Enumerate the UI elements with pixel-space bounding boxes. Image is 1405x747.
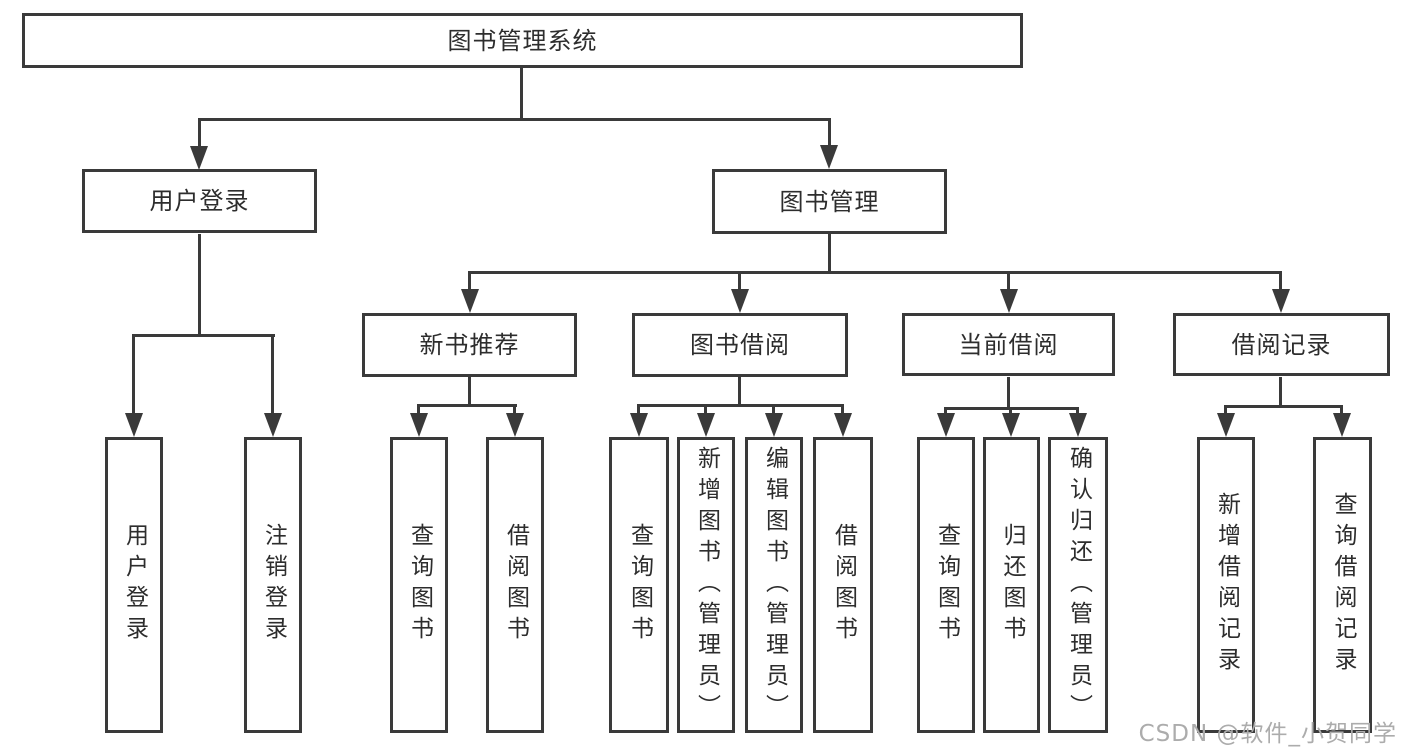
node-book-management-label: 图书管理 [779, 187, 880, 216]
leaf-query-borrow-record-label: 查询借阅记录 [1330, 492, 1356, 678]
leaf-query-book-current-label: 查询图书 [933, 523, 960, 647]
connector-line [1007, 377, 1010, 409]
connector-line [738, 377, 741, 406]
leaf-add-book-admin: 新增图书（管理员） [677, 437, 735, 733]
arrowhead-down [190, 146, 208, 170]
arrowhead-down [697, 413, 715, 437]
node-user-login: 用户登录 [82, 169, 317, 233]
leaf-confirm-return-admin-label: 确认归还（管理员） [1065, 445, 1092, 725]
connector-line [637, 406, 640, 415]
leaf-query-book-borrow: 查询图书 [609, 437, 669, 733]
node-root-label: 图书管理系统 [447, 26, 598, 55]
connector-line [637, 404, 844, 407]
connector-line [841, 406, 844, 415]
node-current-borrow: 当前借阅 [902, 313, 1115, 376]
connector-line [1009, 409, 1012, 416]
connector-line [417, 404, 517, 407]
leaf-logout-label: 注销登录 [260, 523, 287, 647]
arrowhead-down [937, 413, 955, 437]
leaf-query-borrow-record: 查询借阅记录 [1313, 437, 1372, 733]
leaf-edit-book-admin: 编辑图书（管理员） [745, 437, 803, 733]
connector-line [271, 336, 274, 415]
connector-line [1279, 377, 1282, 407]
arrowhead-down [1069, 413, 1087, 437]
arrowhead-down [834, 413, 852, 437]
node-new-book-recommend-label: 新书推荐 [419, 331, 520, 359]
node-user-login-label: 用户登录 [149, 187, 250, 215]
arrowhead-down [461, 289, 479, 313]
arrowhead-down [506, 413, 524, 437]
node-book-borrow: 图书借阅 [632, 313, 848, 377]
connector-line [772, 406, 775, 415]
arrowhead-down [1217, 413, 1235, 437]
leaf-edit-book-admin-label: 编辑图书（管理员） [761, 445, 788, 725]
leaf-query-book-borrow-label: 查询图书 [626, 523, 653, 647]
node-borrow-record-label: 借阅记录 [1231, 330, 1332, 359]
connector-line [1340, 407, 1343, 415]
arrowhead-down [630, 413, 648, 437]
leaf-logout: 注销登录 [244, 437, 302, 733]
connector-line [1007, 273, 1010, 291]
arrowhead-down [125, 413, 143, 437]
connector-line [1076, 409, 1079, 416]
node-borrow-record: 借阅记录 [1173, 313, 1390, 376]
watermark: CSDN @软件_小贺同学 [1138, 721, 1397, 747]
arrowhead-down [1000, 289, 1018, 313]
leaf-borrow-book: 借阅图书 [813, 437, 873, 733]
leaf-borrow-book-newrec-label: 借阅图书 [502, 523, 529, 647]
connector-line [468, 273, 471, 291]
connector-line [738, 273, 741, 291]
connector-line [468, 377, 471, 406]
connector-line [1224, 407, 1227, 415]
arrowhead-down [264, 413, 282, 437]
connector-line [944, 407, 1079, 410]
node-book-management: 图书管理 [712, 169, 947, 234]
leaf-user-login-label: 用户登录 [121, 523, 148, 647]
arrowhead-down [820, 145, 838, 169]
leaf-query-book-newrec: 查询图书 [390, 437, 448, 733]
arrowhead-down [1333, 413, 1351, 437]
leaf-add-borrow-record: 新增借阅记录 [1197, 437, 1255, 733]
leaf-add-book-admin-label: 新增图书（管理员） [693, 445, 720, 725]
leaf-return-book-label: 归还图书 [999, 523, 1025, 647]
connector-line [198, 118, 831, 121]
connector-line [944, 409, 947, 416]
connector-line [828, 234, 831, 273]
arrowhead-down [1272, 289, 1290, 313]
node-book-borrow-label: 图书借阅 [690, 331, 790, 359]
arrowhead-down [765, 413, 783, 437]
arrowhead-down [410, 413, 428, 437]
connector-line [198, 120, 201, 148]
connector-line [1224, 405, 1343, 408]
leaf-borrow-book-newrec: 借阅图书 [486, 437, 544, 733]
node-root: 图书管理系统 [22, 13, 1023, 68]
leaf-borrow-book-label: 借阅图书 [830, 523, 857, 647]
connector-line [513, 406, 516, 415]
leaf-user-login: 用户登录 [105, 437, 163, 733]
connector-line [132, 334, 275, 337]
leaf-add-borrow-record-label: 新增借阅记录 [1213, 492, 1240, 678]
connector-line [132, 336, 135, 415]
leaf-return-book: 归还图书 [983, 437, 1040, 733]
node-current-borrow-label: 当前借阅 [958, 330, 1059, 359]
leaf-query-book-current: 查询图书 [917, 437, 975, 733]
connector-line [704, 406, 707, 415]
connector-line [1279, 273, 1282, 291]
arrowhead-down [731, 289, 749, 313]
leaf-confirm-return-admin: 确认归还（管理员） [1048, 437, 1108, 733]
connector-line [417, 406, 420, 415]
connector-line [828, 120, 831, 147]
leaf-query-book-newrec-label: 查询图书 [406, 523, 433, 647]
connector-line [198, 234, 201, 336]
connector-line [468, 271, 1282, 274]
arrowhead-down [1002, 413, 1020, 437]
node-new-book-recommend: 新书推荐 [362, 313, 577, 377]
connector-line [520, 68, 523, 120]
